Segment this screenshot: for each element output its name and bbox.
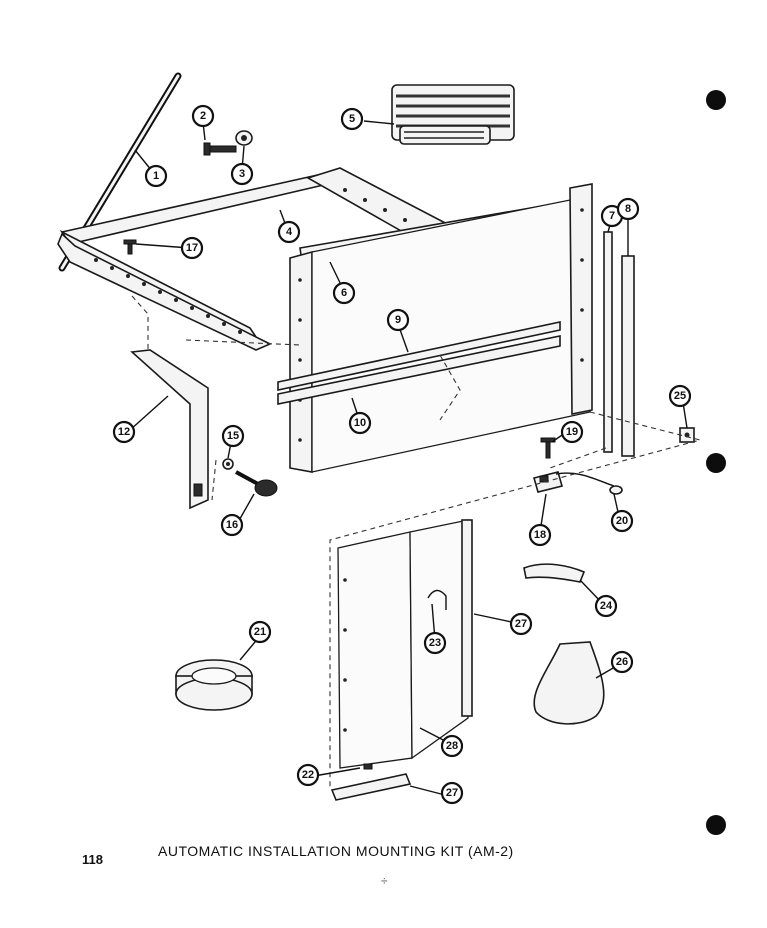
part-ground-wire-20 [555,472,623,495]
svg-text:7: 7 [609,210,615,222]
svg-text:9: 9 [395,314,401,326]
callout-23: 23 [423,631,447,655]
svg-text:23: 23 [429,637,441,649]
callout-5: 5 [340,107,364,131]
svg-text:8: 8 [625,203,631,215]
svg-text:17: 17 [186,242,198,254]
svg-text:10: 10 [354,417,366,429]
callout-17: 17 [180,236,204,260]
callout-16: 16 [220,513,244,537]
part-strip-10 [277,335,561,405]
part-small-screw [123,239,137,255]
page-mark: ÷ [381,874,388,888]
svg-text:24: 24 [600,600,613,612]
svg-text:1: 1 [153,170,159,182]
part-bottom-strip [330,773,412,801]
part-bracket-18 [533,471,563,493]
callout-9: 9 [386,308,410,332]
part-vertical-strip-8 [621,255,635,457]
callout-27-lower: 27 [440,781,464,805]
svg-text:3: 3 [239,168,245,180]
callout-21: 21 [248,620,272,644]
callout-6: 6 [332,281,356,305]
punch-hole-middle [706,453,726,473]
svg-text:21: 21 [254,626,266,638]
page-number: 118 [82,852,103,867]
callout-10: 10 [348,411,372,435]
svg-text:22: 22 [302,769,314,781]
svg-text:4: 4 [286,226,293,238]
part-screw [203,142,237,156]
part-vertical-strip-7 [603,231,613,453]
svg-text:20: 20 [616,515,628,527]
part-screw-22 [363,763,373,770]
callout-24: 24 [594,594,618,618]
callout-19: 19 [560,420,584,444]
callout-18: 18 [528,523,552,547]
part-seal-coil [391,84,515,145]
svg-text:2: 2 [200,110,206,122]
svg-text:6: 6 [341,287,347,299]
callout-15: 15 [221,424,245,448]
svg-text:27: 27 [446,787,458,799]
part-gasket-24 [523,563,586,583]
callout-22: 22 [296,763,320,787]
callout-3: 3 [230,162,254,186]
svg-text:27: 27 [515,618,527,630]
svg-text:19: 19 [566,426,578,438]
callout-20: 20 [610,509,634,533]
callouts: 1 2 3 5 4 17 6 7 8 9 10 12 15 16 25 19 1… [112,104,692,805]
svg-text:16: 16 [226,519,238,531]
callout-4: 4 [277,220,301,244]
svg-text:5: 5 [349,113,355,125]
callout-26: 26 [610,650,634,674]
assembly-guide-lines [131,295,703,790]
callout-28: 28 [440,734,464,758]
part-strip-9 [277,321,561,391]
svg-text:12: 12 [118,426,130,438]
callout-1: 1 [144,164,168,188]
callout-8: 8 [616,197,640,221]
part-washer [222,458,234,470]
punch-hole-bottom [706,815,726,835]
punch-hole-top [706,90,726,110]
svg-text:26: 26 [616,656,628,668]
callout-12: 12 [112,420,136,444]
part-bag-26 [533,641,605,725]
part-lower-vertical-strip [461,519,473,717]
svg-text:28: 28 [446,740,458,752]
diagram-caption: AUTOMATIC INSTALLATION MOUNTING KIT (AM-… [158,843,514,859]
callout-2: 2 [191,104,215,128]
svg-text:15: 15 [227,430,239,442]
part-knob-bolt [235,470,278,497]
part-clip-23 [427,589,447,610]
part-tape-roll [175,659,253,711]
svg-text:18: 18 [534,529,546,541]
part-lower-panel [337,519,469,769]
part-left-rail [57,232,272,351]
part-bracket [130,349,209,510]
callout-27-upper: 27 [509,612,533,636]
callout-25: 25 [668,384,692,408]
svg-text:25: 25 [674,390,686,402]
part-nut [235,130,253,146]
